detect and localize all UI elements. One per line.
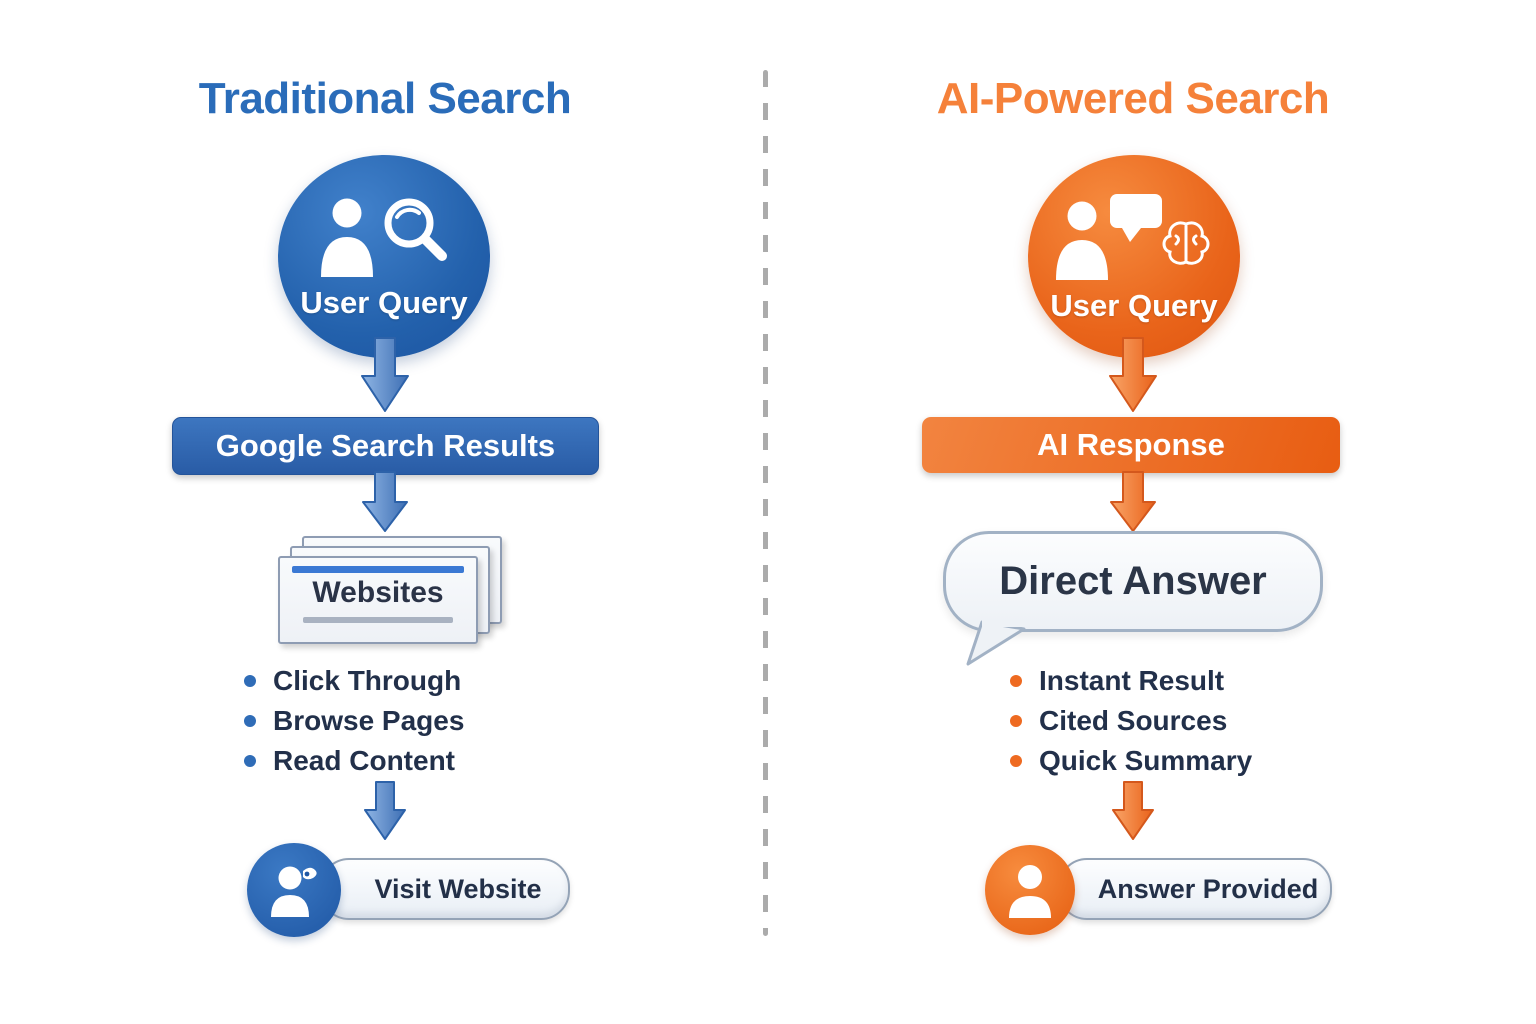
bullet-item: Browse Pages	[244, 701, 464, 741]
bullet-item: Instant Result	[1010, 661, 1252, 701]
answer-provided-pill: Answer Provided	[1058, 858, 1332, 920]
arrow-down-icon	[362, 471, 408, 532]
bullet-label: Read Content	[273, 745, 455, 776]
left-column-title: Traditional Search	[198, 74, 572, 123]
left-user-query-node: User Query	[278, 155, 490, 358]
left-bullet-list: Click Through Browse Pages Read Content	[244, 661, 464, 781]
arrow-down-icon	[1109, 337, 1157, 412]
ai-response-box: AI Response	[922, 417, 1340, 473]
google-search-results-box: Google Search Results	[172, 417, 599, 475]
bullet-label: Quick Summary	[1039, 745, 1253, 776]
bullet-item: Read Content	[244, 741, 464, 781]
right-bullet-list: Instant Result Cited Sources Quick Summa…	[1010, 661, 1252, 781]
arrow-down-icon	[1110, 471, 1156, 532]
user-avatar	[985, 845, 1075, 935]
arrow-down-icon	[1112, 781, 1154, 840]
right-user-query-node: User Query	[1028, 155, 1240, 358]
bubble-tail-icon	[966, 620, 1026, 666]
divider-dashed-line	[763, 70, 768, 936]
right-user-query-label: User Query	[1050, 287, 1218, 323]
bullet-item: Quick Summary	[1010, 741, 1252, 781]
visit-website-pill: Visit Website	[320, 858, 570, 920]
bullet-item: Cited Sources	[1010, 701, 1252, 741]
visitor-avatar	[247, 843, 341, 937]
bullet-label: Cited Sources	[1039, 705, 1228, 736]
bullet-dot-icon	[244, 715, 256, 727]
bullet-dot-icon	[244, 755, 256, 767]
websites-label: Websites	[312, 576, 444, 609]
arrow-down-icon	[361, 337, 409, 412]
card-header-stripe	[292, 566, 464, 573]
bullet-label: Instant Result	[1039, 665, 1225, 696]
arrow-down-icon	[364, 781, 406, 840]
bullet-dot-icon	[1010, 675, 1022, 687]
direct-answer-bubble: Direct Answer	[943, 531, 1323, 632]
bullet-label: Click Through	[273, 665, 462, 696]
card-footer-stripe	[303, 617, 453, 623]
user-icon	[1009, 865, 1051, 918]
user-clicking-icon	[271, 866, 317, 917]
bullet-dot-icon	[244, 675, 256, 687]
right-column-title: AI-Powered Search	[936, 74, 1330, 123]
user-chat-brain-icon	[1056, 193, 1210, 280]
bullet-label: Browse Pages	[273, 705, 465, 736]
bullet-dot-icon	[1010, 755, 1022, 767]
bullet-dot-icon	[1010, 715, 1022, 727]
user-search-icon	[321, 198, 447, 277]
website-card-front: Websites	[278, 556, 478, 644]
left-user-query-label: User Query	[300, 284, 468, 320]
bullet-item: Click Through	[244, 661, 464, 701]
direct-answer-label: Direct Answer	[999, 559, 1267, 603]
